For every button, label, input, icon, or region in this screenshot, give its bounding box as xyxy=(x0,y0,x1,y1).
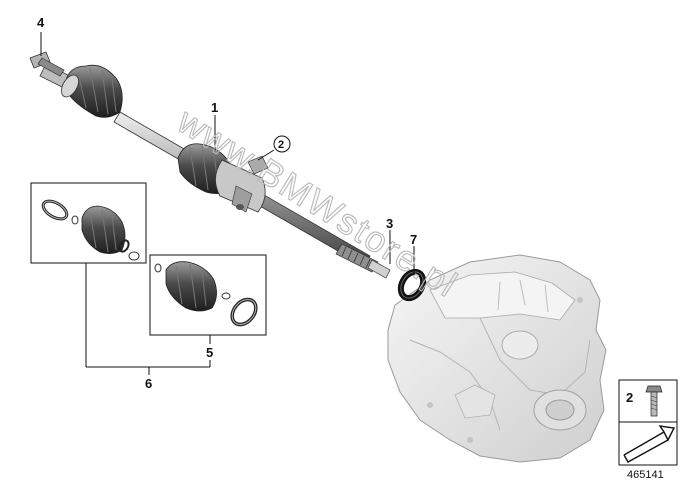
leader-lines xyxy=(40,32,415,375)
legend-callout-2: 2 xyxy=(626,390,633,405)
outer-boot-kit-box xyxy=(30,182,147,264)
callout-5: 5 xyxy=(206,345,213,360)
diagram-number: 465141 xyxy=(627,469,664,481)
gearbox-illustration xyxy=(387,254,607,463)
shaft-seal-ring-part-7 xyxy=(397,268,427,302)
legend-arrow-icon xyxy=(623,425,676,463)
drive-shaft-assembly xyxy=(39,63,391,279)
callout-2-circle xyxy=(273,135,291,153)
callout-6: 6 xyxy=(145,376,152,391)
inner-boot-kit-box xyxy=(149,254,267,336)
watermark-text: www.BMWstore.pl xyxy=(170,99,466,305)
callout-4: 4 xyxy=(37,15,45,30)
callout-7: 7 xyxy=(410,232,417,247)
callout-2: 2 xyxy=(278,139,284,151)
legend-bolt-icon xyxy=(645,385,663,417)
callout-1: 1 xyxy=(211,100,218,115)
legend-box: 2 xyxy=(618,379,678,466)
callout-3: 3 xyxy=(386,216,393,231)
